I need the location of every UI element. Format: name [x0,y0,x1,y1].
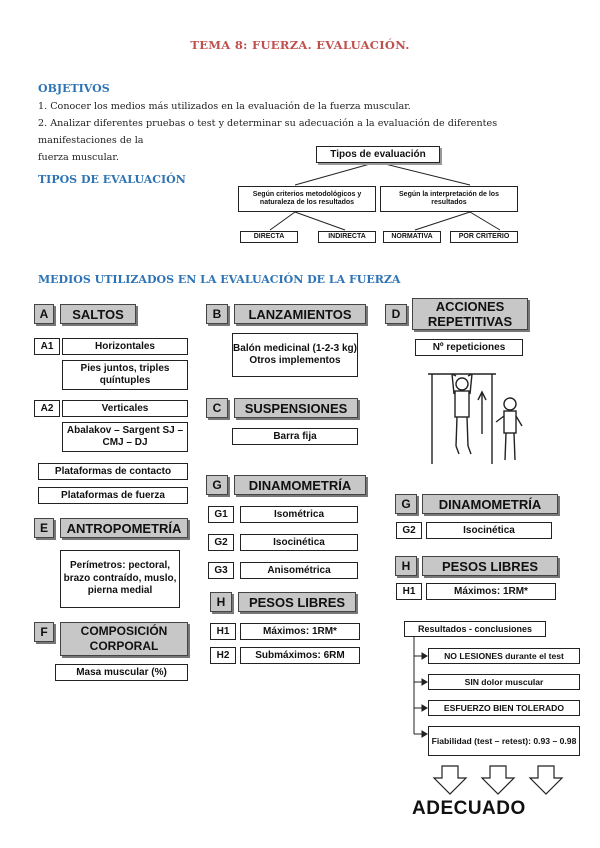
down-arrow-icon [480,765,516,795]
tag-h1-col3: H1 [396,583,422,600]
antropometria-header: ANTROPOMETRÍA [60,518,188,538]
down-arrow-icon [432,765,468,795]
esfuerzo-tolerado-box: ESFUERZO BIEN TOLERADO [428,700,580,716]
letter-a: A [34,304,54,324]
isometrica-box: Isométrica [240,506,358,523]
sin-dolor-box: SIN dolor muscular [428,674,580,690]
composicion-corporal-header: COMPOSICIÓN CORPORAL [60,622,188,656]
tag-g2: G2 [208,534,234,551]
tag-h2: H2 [210,647,236,664]
letter-g: G [206,475,228,495]
dinamometria-header: DINAMOMETRÍA [234,475,366,495]
tag-g2-col3: G2 [396,522,422,539]
tag-a1: A1 [34,338,60,355]
letter-d: D [385,304,407,324]
leaf-indirecta: INDIRECTA [318,231,376,243]
repeticiones-box: Nº repeticiones [415,339,523,356]
leaf-por-criterio: POR CRITERIO [450,231,518,243]
criterio-metodologico-box: Según criterios metodológicos y naturale… [238,186,376,212]
fiabilidad-box: Fiabilidad (test – retest): 0.93 – 0.98 [428,726,580,756]
leaf-normativa: NORMATIVA [383,231,441,243]
lanzamientos-detail: Balón medicinal (1-2-3 kg) Otros impleme… [232,333,358,377]
page-title: TEMA 8: FUERZA. EVALUACIÓN. [190,38,410,52]
isocinetica-box-col3: Isocinética [426,522,552,539]
objetivo-item: 2. Analizar diferentes pruebas o test y … [38,118,498,146]
down-arrow-icon [528,765,564,795]
objetivos-heading: OBJETIVOS [38,82,110,95]
criterio-interpretacion-box: Según la interpretación de los resultado… [380,186,518,212]
objetivo-item: fuerza muscular. [38,152,119,163]
pesos-libres-header-col3: PESOS LIBRES [422,556,558,576]
pesos-libres-header: PESOS LIBRES [238,592,356,612]
letter-g-col3: G [395,494,417,514]
resultados-connectors [413,636,428,738]
maximos-1rm-box-col3: Máximos: 1RM* [426,583,556,600]
letter-b: B [206,304,228,324]
dinamometria-header-col3: DINAMOMETRÍA [422,494,558,514]
down-arrows [432,765,564,795]
objetivo-item: 1. Conocer los medios más utilizados en … [38,101,411,112]
masa-muscular-box: Masa muscular (%) [55,664,188,681]
verticales-detail: Abalakov – Sargent SJ – CMJ – DJ [62,422,188,452]
no-lesiones-box: NO LESIONES durante el test [428,648,580,664]
tag-g1: G1 [208,506,234,523]
maximos-1rm-box: Máximos: 1RM* [240,623,360,640]
isocinetica-box: Isocinética [240,534,358,551]
plataformas-contacto-box: Plataformas de contacto [38,463,188,480]
submaximos-6rm-box: Submáximos: 6RM [240,647,360,664]
tipos-diagram-lines [269,161,501,231]
letter-f: F [34,622,54,642]
tipos-root-box: Tipos de evaluación [316,146,440,163]
barra-fija-box: Barra fija [232,428,358,445]
letter-e: E [34,518,54,538]
letter-h: H [210,592,232,612]
objetivos-list: 1. Conocer los medios más utilizados en … [38,98,568,166]
plataformas-fuerza-box: Plataformas de fuerza [38,487,188,504]
horizontales-detail: Pies juntos, triples quíntuples [62,360,188,390]
tag-a2: A2 [34,400,60,417]
acciones-repetitivas-header: ACCIONES REPETITIVAS [412,298,528,330]
saltos-header: SALTOS [60,304,136,324]
letter-h-col3: H [395,556,417,576]
lanzamientos-header: LANZAMIENTOS [234,304,366,324]
suspensiones-header: SUSPENSIONES [234,398,358,418]
tag-h1: H1 [210,623,236,640]
anisometrica-box: Anisométrica [240,562,358,579]
tipos-heading: TIPOS DE EVALUACIÓN [38,173,186,186]
tag-g3: G3 [208,562,234,579]
resultados-box: Resultados - conclusiones [404,621,546,637]
horizontales-box: Horizontales [62,338,188,355]
medios-heading: MEDIOS UTILIZADOS EN LA EVALUACIÓN DE LA… [38,273,401,286]
letter-c: C [206,398,228,418]
adecuado-label: ADECUADO [412,798,526,819]
verticales-box: Verticales [62,400,188,417]
leaf-directa: DIRECTA [240,231,298,243]
antropometria-detail: Perímetros: pectoral, brazo contraído, m… [60,550,180,608]
pullup-illustration [428,373,523,464]
